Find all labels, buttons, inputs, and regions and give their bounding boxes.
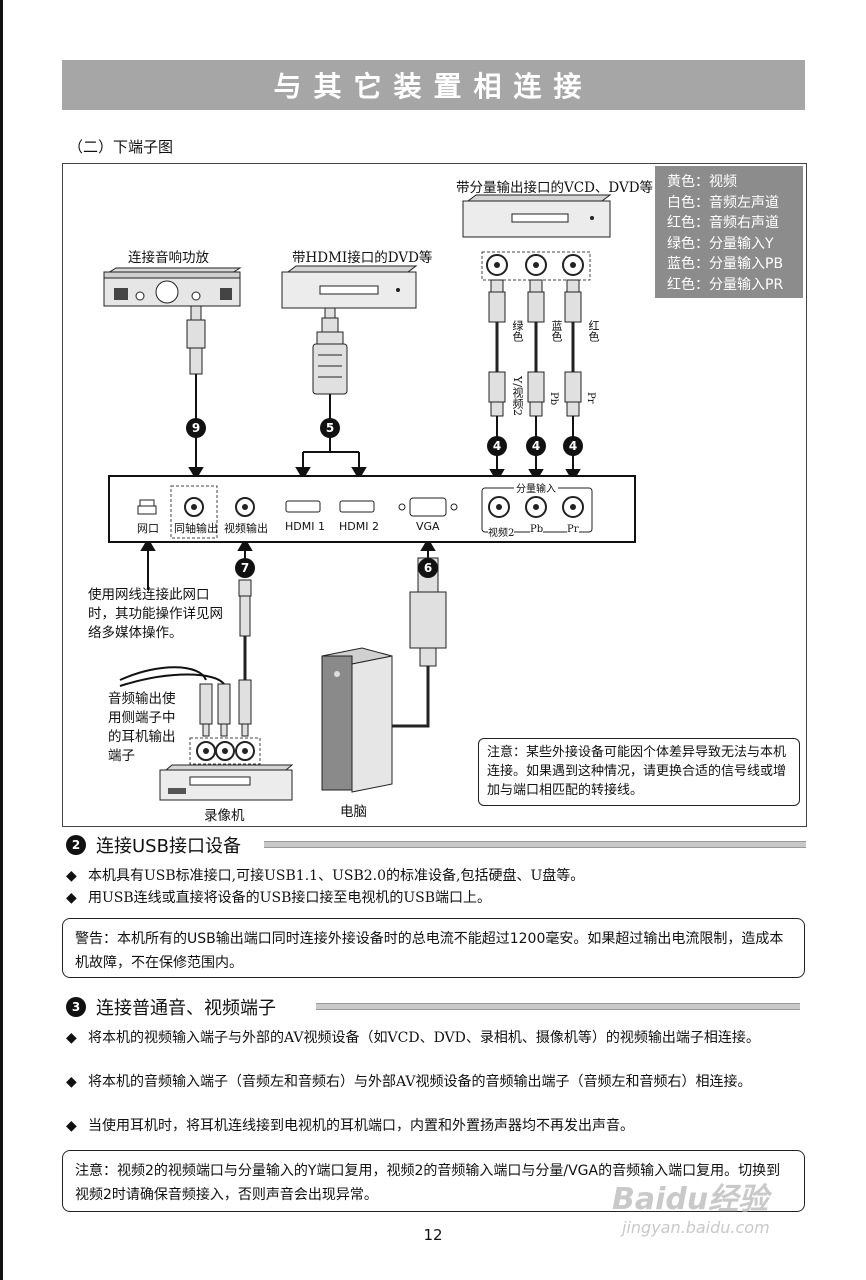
cable-number-badge: 4 xyxy=(526,436,546,456)
pb-port-label: Pb xyxy=(530,524,544,535)
section-av-heading: 3 连接普通音、视频端子 xyxy=(66,994,276,1020)
legend-item: 蓝色：分量输入PB xyxy=(667,256,784,272)
pr-port-label: Pr xyxy=(567,524,579,535)
lan-port-label: 网口 xyxy=(137,522,159,535)
hdmi1-port xyxy=(285,500,321,513)
hdmi-dvd-label: 带HDMI接口的DVD等 xyxy=(292,250,433,266)
pr-cable-label: Pr xyxy=(585,392,596,404)
pc-label: 电脑 xyxy=(340,804,367,820)
section-title: 连接USB接口设备 xyxy=(96,836,241,857)
amplifier-device xyxy=(103,267,242,307)
legend-item: 黄色：视频 xyxy=(667,174,737,190)
amp-label: 连接音响功放 xyxy=(128,250,209,266)
hdmi-dvd-device xyxy=(281,265,418,309)
component-output-jacks xyxy=(486,254,584,276)
legend-item: 白色：音频左声道 xyxy=(667,194,779,211)
vcr-audio-video-cables xyxy=(199,679,252,737)
page-number: 12 xyxy=(423,1226,443,1244)
red-cable-label: 红色 xyxy=(587,320,600,342)
compatibility-notice: 注意：某些外接设备可能因个体差异导致无法与本机连接。如果遇到这种情况，请更换合适… xyxy=(478,738,800,806)
cable-number-badge: 5 xyxy=(320,418,340,438)
video2-port-label: 视频2 xyxy=(488,524,515,539)
diamond-bullet-icon: ◆ xyxy=(66,1030,77,1046)
legend-item: 绿色：分量输入Y xyxy=(667,235,774,252)
blue-cable-label: 蓝色 xyxy=(550,320,563,342)
pb-cable-label: Pb xyxy=(548,392,559,406)
component-input-label: 分量输入 xyxy=(514,480,558,495)
diamond-bullet-icon: ◆ xyxy=(66,868,77,884)
component-dvd-label: 带分量输出接口的VCD、DVD等 xyxy=(456,180,654,196)
video-out-port-label: 视频输出 xyxy=(224,522,268,535)
bullet-text: 本机具有USB标准接口,可接USB1.1、USB2.0的标准设备,包括硬盘、U盘… xyxy=(88,868,585,884)
video2-note-box: 注意：视频2的视频端口与分量输入的Y端口复用，视频2的音频输入端口与分量/VGA… xyxy=(62,1150,805,1212)
diamond-bullet-icon: ◆ xyxy=(66,1118,77,1134)
cable-number-badge: 9 xyxy=(186,418,206,438)
page-left-rule xyxy=(0,0,3,1280)
audio-out-note: 音频输出使用侧端子中的耳机输出端子 xyxy=(108,691,176,764)
usb-warning-box: 警告：本机所有的USB输出端口同时连接外接设备时的总电流不能超过1200毫安。如… xyxy=(62,918,805,978)
section-title: 连接普通音、视频端子 xyxy=(96,998,276,1019)
cable-number-badge: 7 xyxy=(235,558,255,578)
green-cable-label: 绿色 xyxy=(511,320,524,342)
video-cable xyxy=(238,579,252,680)
cable-number-badge: 4 xyxy=(487,436,507,456)
cable-number-badge: 6 xyxy=(418,558,438,578)
diamond-bullet-icon: ◆ xyxy=(66,1074,77,1090)
bullet-text: 将本机的音频输入端子（音频左和音频右）与外部AV视频设备的音频输出端子（音频左和… xyxy=(88,1074,752,1090)
watermark-brand: Baidu经验 xyxy=(612,1182,769,1217)
coax-port-label: 同轴输出 xyxy=(174,522,218,535)
cable-number-badge: 4 xyxy=(563,436,583,456)
diamond-bullet-icon: ◆ xyxy=(66,890,77,906)
component-dvd-device xyxy=(462,194,612,238)
vga-port xyxy=(398,497,458,517)
lan-port-icon xyxy=(137,499,157,515)
section-number: 3 xyxy=(66,997,86,1017)
y-video2-cable-label: Y/视频2 xyxy=(511,376,524,416)
diagram-subtitle: （二）下端子图 xyxy=(68,138,174,156)
vga-port-label: VGA xyxy=(416,520,440,533)
page-title-bar: 与其它装置相连接 xyxy=(62,60,805,110)
bullet-item: ◆ 本机具有USB标准接口,可接USB1.1、USB2.0的标准设备,包括硬盘、U… xyxy=(66,866,806,887)
vga-cable xyxy=(390,557,447,728)
bullet-item: ◆ 当使用耳机时，将耳机连线接到电视机的耳机端口，内置和外置扬声器均不再发出声音。 xyxy=(66,1116,806,1137)
vcr-label: 录像机 xyxy=(204,808,245,824)
page-title: 与其它装置相连接 xyxy=(273,70,594,103)
pc-tower xyxy=(321,647,393,793)
hdmi2-port xyxy=(339,500,375,513)
network-note: 使用网线连接此网口时，其功能操作详见网络多媒体操作。 xyxy=(88,587,223,641)
hdmi1-port-label: HDMI 1 xyxy=(285,520,325,533)
section-divider xyxy=(264,841,806,848)
component-cables xyxy=(488,279,582,417)
bullet-text: 将本机的视频输入端子与外部的AV视频设备（如VCD、DVD、录相机、摄像机等）的… xyxy=(88,1030,760,1046)
bullet-item: ◆ 用USB连线或直接将设备的USB接口接至电视机的USB端口上。 xyxy=(66,888,806,909)
color-legend: 黄色：视频 白色：音频左声道 红色：音频右声道 绿色：分量输入Y 蓝色：分量输入… xyxy=(655,166,803,298)
connection-diagram-frame xyxy=(62,163,807,827)
legend-item: 红色：分量输入PR xyxy=(667,276,784,293)
watermark-url: jingyan.baidu.com xyxy=(622,1218,770,1237)
coax-cable xyxy=(186,305,206,375)
legend-item: 红色：音频右声道 xyxy=(667,215,779,231)
hdmi2-port-label: HDMI 2 xyxy=(339,520,379,533)
section-usb-heading: 2 连接USB接口设备 xyxy=(66,832,241,858)
section-number: 2 xyxy=(66,835,86,855)
bullet-item: ◆ 将本机的音频输入端子（音频左和音频右）与外部AV视频设备的音频输出端子（音频左… xyxy=(66,1072,806,1093)
bullet-text: 用USB连线或直接将设备的USB接口接至电视机的USB端口上。 xyxy=(88,890,492,906)
bullet-item: ◆ 将本机的视频输入端子与外部的AV视频设备（如VCD、DVD、录相机、摄像机等）… xyxy=(66,1028,806,1049)
hdmi-cable xyxy=(312,307,348,395)
bullet-text: 当使用耳机时，将耳机连线接到电视机的耳机端口，内置和外置扬声器均不再发出声音。 xyxy=(88,1118,634,1134)
section-divider xyxy=(316,1003,800,1010)
vcr-device xyxy=(159,764,294,801)
